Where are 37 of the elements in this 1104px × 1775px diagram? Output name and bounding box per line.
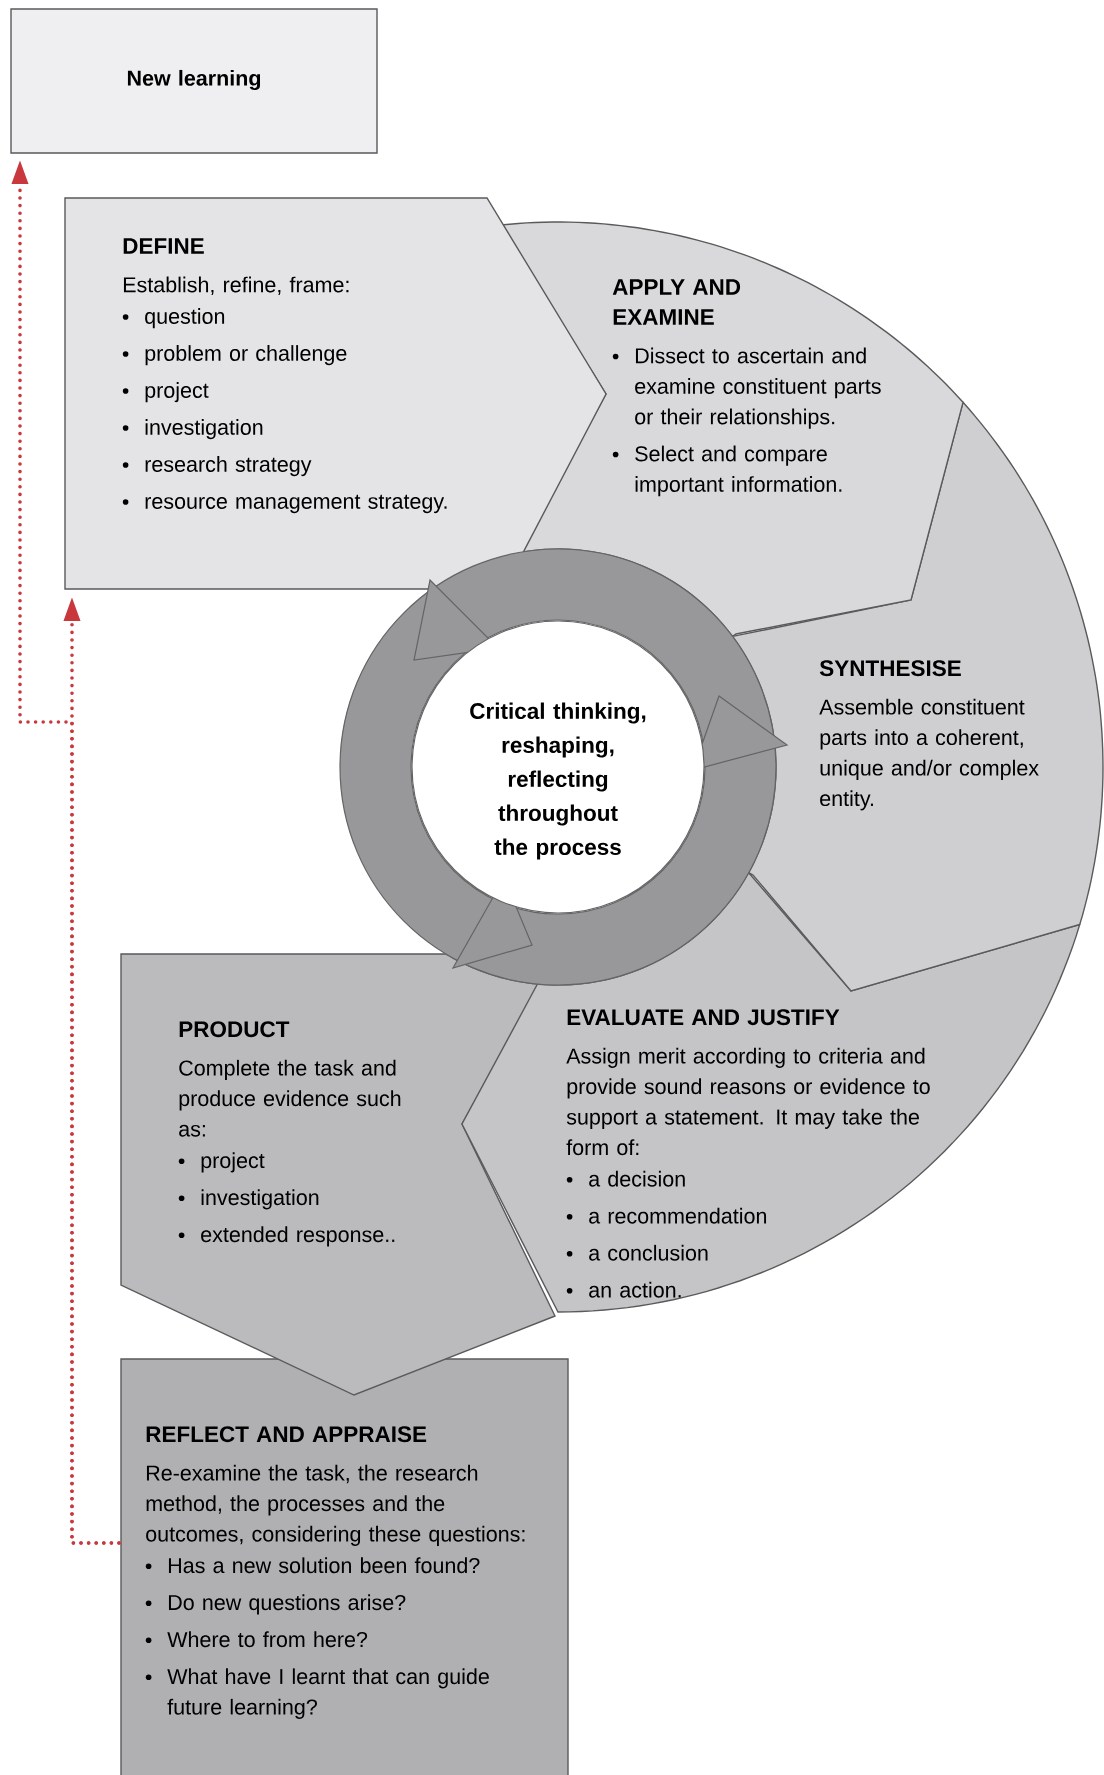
chevron-shape [120,953,556,1396]
stage-heading: DEFINE [123,238,204,254]
stage-box [120,1358,569,1775]
bullet-item: investigation [201,1189,319,1210]
bullet-item: project [145,382,209,403]
bullet-item: extended response.. [201,1226,395,1247]
segment-shape [461,871,1081,1313]
bullet-item: Do new questions arise? [168,1594,406,1615]
body-text: Assemble constituent parts into a coherent, unique and/or complex entity. [819,698,1039,811]
centre-label: Critical thinking, reshaping, reflecting throughout the process [470,702,646,860]
bullet-item: What have I learnt that can guide future learning? [167,1668,489,1719]
bullet-item: an action. [589,1281,681,1298]
bullet-item: research strategy [145,456,312,477]
stage-heading: APPLY AND EXAMINE [612,279,741,325]
result-box [10,8,378,154]
stage-heading: PRODUCT [179,1021,290,1038]
bullet-item: investigation [145,419,263,440]
bullet-item: Where to from here? [167,1631,368,1648]
stage-heading: EVALUATE AND JUSTIFY [567,1009,840,1026]
centre-circle [411,620,705,914]
body-text: Establish, refine, frame: [123,276,349,295]
stage-heading: SYNTHESISE [819,660,961,677]
bullet-item: a recommendation [589,1207,767,1224]
bullet-item: Dissect to ascertain and examine constituent parts or their relationships. [635,347,881,429]
bullet-item: Has a new solution been found? [168,1557,480,1574]
bullet-item: a conclusion [589,1244,708,1261]
body-text: Re-examine the task, the research method, the processes and the outcomes, considering these questions: [146,1464,525,1546]
bullet-item: a decision [589,1170,685,1187]
box-label: New learning [127,69,261,91]
body-text: Assign merit according to criteria and provide sound reasons or evidence to support a statement. It may take the form of: [566,1047,930,1156]
body-text: Complete the task and produce evidence such as: [179,1059,401,1137]
bullet-item: question [145,308,225,329]
bullet-item: problem or challenge [145,345,347,366]
bullet-item: resource management strategy. [145,494,447,514]
stage-heading: REFLECT AND APPRAISE [146,1426,427,1443]
bullet-item: Select and compare important information. [635,445,842,497]
bullet-item: project [201,1152,265,1173]
